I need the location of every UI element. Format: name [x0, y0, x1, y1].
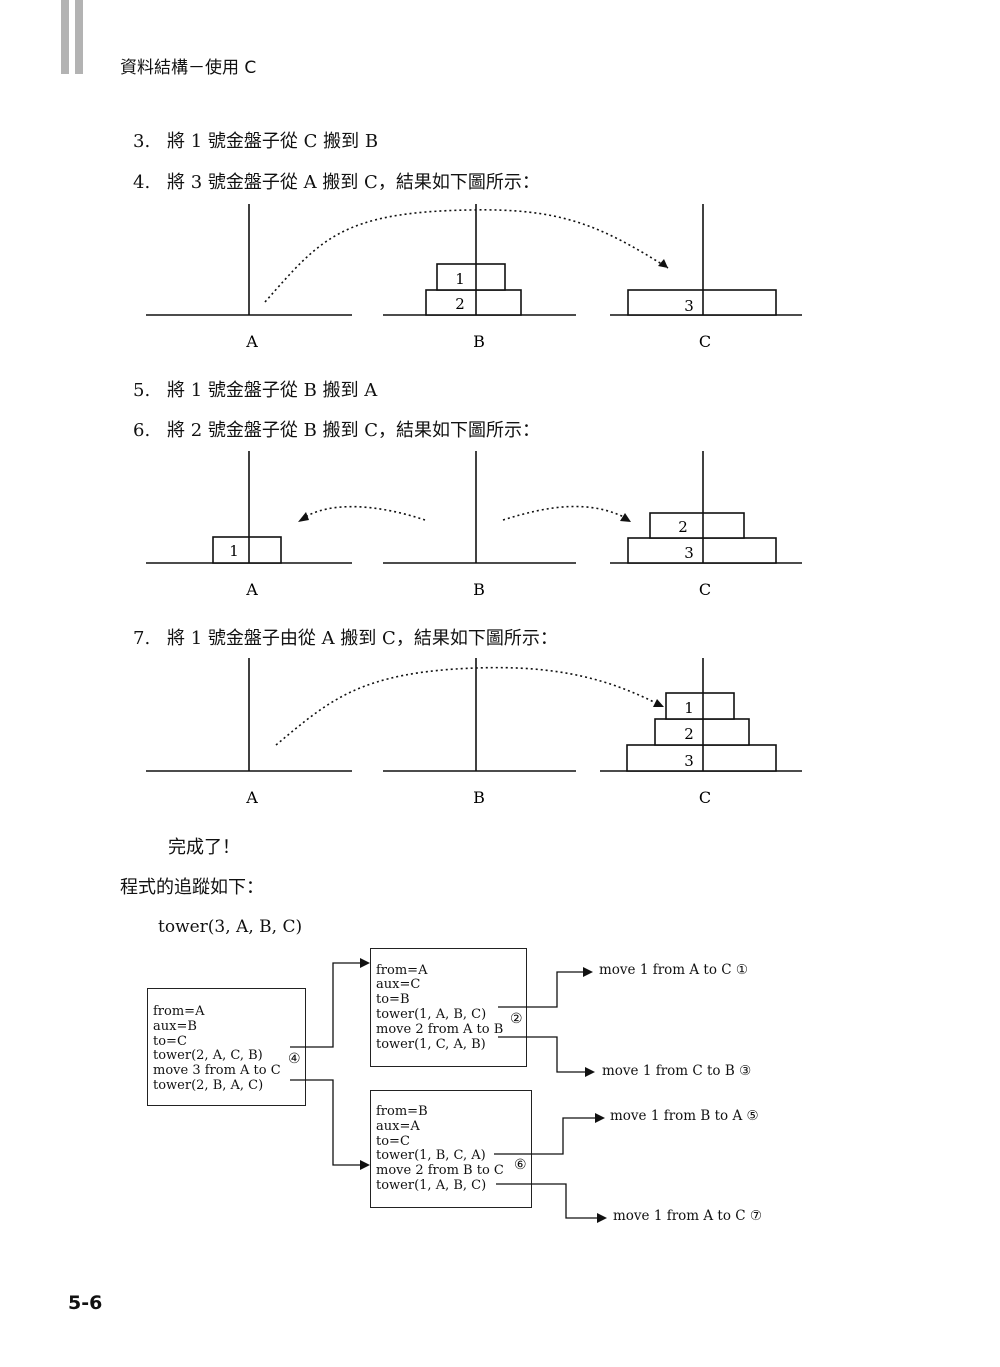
header-decor-bar [75, 0, 83, 74]
disk-3 [627, 289, 777, 316]
step-marker: ② [510, 1011, 523, 1027]
move-output: move 1 from A to C ⑦ [613, 1208, 762, 1224]
peg-label-a: A [245, 580, 258, 599]
box-line: aux=B [153, 1019, 197, 1034]
disk-2-label: 2 [684, 725, 694, 743]
arrowhead [597, 1213, 607, 1223]
box-line: to=B [376, 992, 410, 1007]
step-number: 4. [133, 172, 151, 193]
step-number: 3. [133, 131, 151, 152]
disk-3-label: 3 [684, 752, 694, 770]
disk-3-label: 3 [684, 544, 694, 562]
disk-1 [436, 263, 506, 291]
disk-2-label: 2 [678, 518, 688, 536]
box-line: tower(1, A, B, C) [376, 1178, 487, 1193]
step-text: 將 1 號金盤子從 B 搬到 A [167, 380, 378, 401]
disk-1-label: 1 [684, 699, 694, 717]
move-output: move 1 from B to A ⑤ [610, 1108, 759, 1124]
step-number: 6. [133, 420, 151, 441]
peg-label-c: C [699, 332, 711, 351]
step-5: 5. 將 1 號金盤子從 B 搬到 A [133, 376, 377, 402]
hanoi-diagram-after-step-7: 1 2 3 A B C [146, 658, 802, 807]
move-arrow-left [301, 505, 426, 521]
step-text: 將 2 號金盤子從 B 搬到 C，結果如下圖所示： [167, 420, 541, 441]
disk-1 [212, 536, 282, 564]
step-number: 7. [133, 628, 151, 649]
arrowhead [585, 1067, 595, 1077]
connector-to-top-box [290, 962, 362, 1048]
page-number: 5-6 [68, 1292, 103, 1314]
arrowhead [583, 967, 593, 977]
peg-label-c: C [699, 580, 711, 599]
move-arrow-right [502, 505, 627, 521]
peg-label-a: A [245, 332, 258, 351]
box-line: tower(2, B, A, C) [153, 1078, 264, 1093]
connector-move-5 [494, 1117, 596, 1155]
box-line: move 2 from B to C [376, 1163, 504, 1178]
box-line: move 2 from A to B [376, 1022, 504, 1037]
move-output: move 1 from A to C ① [599, 962, 748, 978]
disk-3 [627, 537, 777, 564]
step-4: 4. 將 3 號金盤子從 A 搬到 C，結果如下圖所示： [133, 168, 540, 194]
box-line: from=A [153, 1004, 205, 1019]
disk-1-label: 1 [229, 542, 239, 560]
step-text: 將 1 號金盤子從 C 搬到 B [167, 131, 379, 152]
completion-text: 完成了！ [168, 837, 240, 858]
disk-2 [425, 289, 522, 316]
hanoi-diagram-after-step-4: 1 2 3 A B C [146, 204, 802, 351]
peg-label-c: C [699, 788, 711, 807]
root-call: tower(3, A, B, C) [158, 917, 303, 937]
step-marker: ⑥ [514, 1157, 527, 1173]
box-line: tower(1, B, C, A) [376, 1148, 486, 1163]
box-line: tower(1, A, B, C) [376, 1007, 487, 1022]
box-line: move 3 from A to C [153, 1063, 281, 1078]
step-text: 將 1 號金盤子由從 A 搬到 C，結果如下圖所示： [167, 628, 558, 649]
move-arrow [275, 666, 659, 746]
box-line: from=B [376, 1104, 428, 1119]
connector-move-1 [498, 971, 584, 1008]
disk-2 [649, 512, 745, 539]
step-text: 將 3 號金盤子從 A 搬到 C，結果如下圖所示： [167, 172, 540, 193]
peg-label-b: B [473, 788, 485, 807]
box-line: to=C [153, 1034, 187, 1049]
step-3: 3. 將 1 號金盤子從 C 搬到 B [133, 127, 378, 153]
disk-3-label: 3 [684, 297, 694, 315]
step-number: 5. [133, 380, 151, 401]
trace-box-bottom [370, 1090, 532, 1208]
peg-label-b: B [473, 580, 485, 599]
connector-move-7 [496, 1183, 598, 1219]
peg-label-b: B [473, 332, 485, 351]
box-line: aux=C [376, 977, 421, 992]
arrowhead [360, 958, 370, 968]
disk-2 [654, 718, 750, 746]
step-7: 7. 將 1 號金盤子由從 A 搬到 C，結果如下圖所示： [133, 624, 558, 650]
disk-2-label: 2 [455, 295, 465, 313]
box-line: tower(2, A, C, B) [153, 1048, 263, 1063]
connector-to-bottom-box [290, 1079, 362, 1166]
connector-move-3 [498, 1036, 586, 1073]
box-line: to=C [376, 1134, 410, 1149]
disk-1-label: 1 [455, 270, 465, 288]
move-output: move 1 from C to B ③ [602, 1063, 752, 1079]
disk-3 [626, 744, 777, 772]
step-6: 6. 將 2 號金盤子從 B 搬到 C，結果如下圖所示： [133, 416, 540, 442]
running-header: 資料結構－使用 C [120, 58, 257, 78]
box-line: from=A [376, 963, 428, 978]
arrowhead [360, 1160, 370, 1170]
header-decor-bar [61, 0, 69, 74]
box-line: tower(1, C, A, B) [376, 1037, 486, 1052]
trace-connectors [290, 958, 607, 1223]
peg-label-a: A [245, 788, 258, 807]
box-line: aux=A [376, 1119, 420, 1134]
step-marker: ④ [288, 1051, 301, 1067]
hanoi-diagram-after-step-6: 1 2 3 A B C [146, 451, 802, 599]
arrowhead [595, 1113, 605, 1123]
disk-1 [665, 692, 735, 720]
move-arrow [264, 209, 669, 303]
trace-heading: 程式的追蹤如下： [120, 877, 264, 898]
